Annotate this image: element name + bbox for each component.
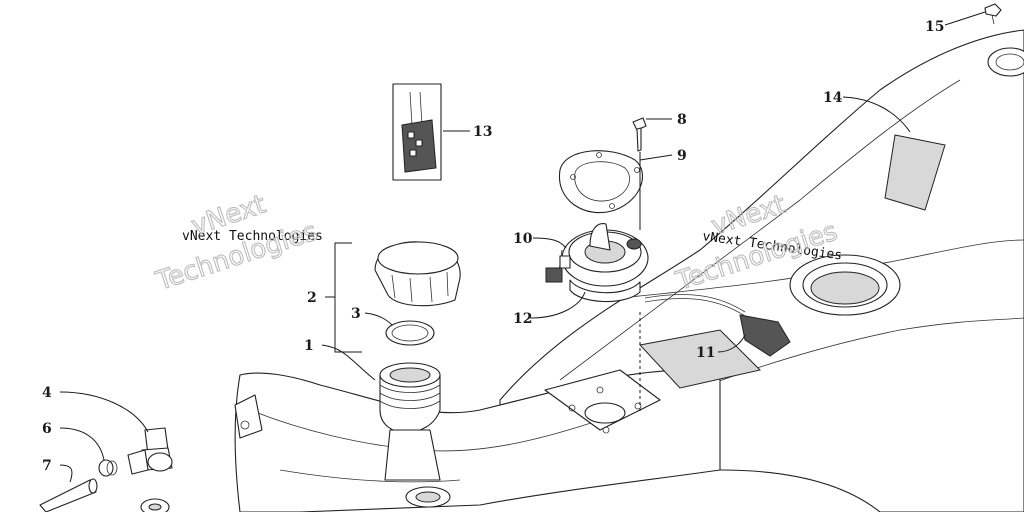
callout-4: 4 (42, 385, 52, 401)
callout-11: 11 (696, 345, 715, 361)
grommet (140, 498, 170, 512)
callout-9: 9 (677, 148, 687, 164)
watermark-left: vNext Technologies vNext Technologies (151, 189, 323, 297)
hose-clamp (98, 459, 118, 477)
elbow-fitting (127, 427, 173, 475)
cap-gasket (385, 320, 435, 346)
watermark-left-small: vNext Technologies (182, 229, 323, 244)
filler-neck (379, 362, 441, 481)
callout-14: 14 (823, 90, 843, 106)
fuel-pump (545, 223, 649, 303)
fuel-cap (374, 241, 461, 307)
callout-1: 1 (304, 338, 314, 354)
pump-gasket (558, 150, 644, 214)
callout-13: 13 (473, 124, 492, 140)
callout-8: 8 (677, 112, 687, 128)
callout-15: 15 (925, 19, 944, 35)
callout-2: 2 (307, 290, 317, 306)
screw (632, 117, 647, 152)
callout-10: 10 (513, 231, 533, 247)
callout-numbers: 1 2 3 4 6 7 8 9 10 11 12 13 14 15 (42, 19, 944, 474)
callout-7: 7 (42, 458, 52, 474)
leader-lines (59, 11, 986, 483)
bolt (984, 3, 1002, 25)
callout-3: 3 (351, 306, 361, 322)
hose (39, 478, 98, 512)
fuel-tank (234, 29, 1024, 512)
connector-inset (392, 83, 442, 181)
callout-6: 6 (42, 421, 52, 437)
callout-12: 12 (513, 311, 532, 327)
